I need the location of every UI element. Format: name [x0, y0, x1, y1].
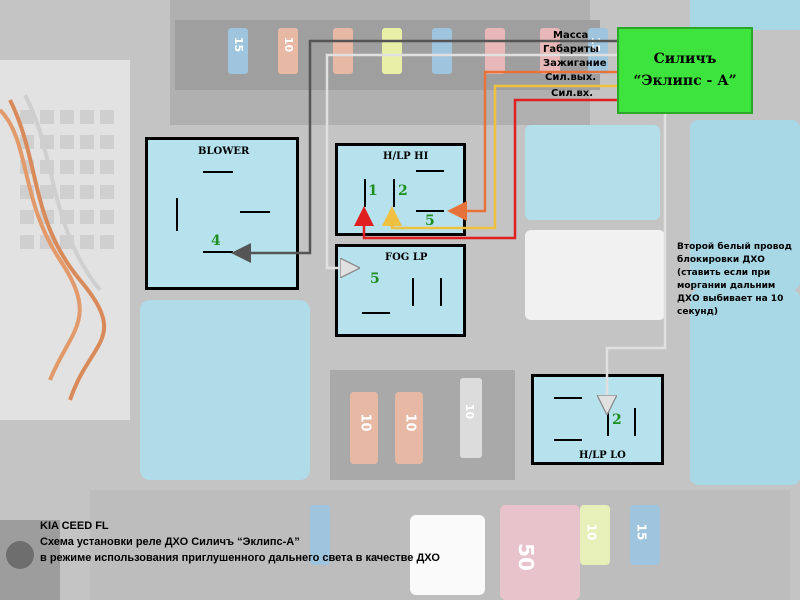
fuse-label: 10	[402, 413, 418, 432]
pin-number-2: 2	[398, 183, 408, 199]
caption-scheme: Схема установки реле ДХО Силичъ “Эклипс-…	[40, 536, 300, 548]
device-model: “Эклипс - А”	[633, 73, 737, 89]
relay-title: BLOWER	[198, 146, 250, 157]
relay-pin	[634, 408, 636, 436]
relay-pin	[393, 179, 395, 207]
relay-pin	[607, 408, 609, 436]
relay-fog-lp: FOG LP 5	[335, 244, 466, 337]
relay-title: H/LP HI	[383, 151, 429, 162]
relay-pin	[362, 312, 390, 314]
relay-title: FOG LP	[385, 252, 428, 263]
relay-pin	[416, 170, 444, 172]
relay-title: H/LP LO	[579, 450, 626, 461]
relay-hlp-lo: 2 H/LP LO	[531, 374, 664, 465]
fuse-label: 15	[634, 523, 649, 541]
relay-pin	[412, 278, 414, 306]
caption-mode: в режиме использования приглушенного дал…	[40, 552, 440, 564]
signal-label-parking: Габариты	[543, 44, 599, 55]
signal-label-ignition: Зажигание	[543, 58, 607, 69]
pin-number-5: 5	[425, 213, 435, 229]
relay-pin	[416, 210, 444, 212]
pin-number-4: 4	[211, 233, 221, 249]
relay-pin	[203, 251, 233, 253]
signal-label-power-out: Сил.вых.	[545, 72, 597, 83]
relay-pin	[440, 278, 442, 306]
fuse-label: 15	[232, 36, 246, 53]
pin-number-2: 2	[612, 412, 622, 428]
fuse-label: 10	[463, 403, 477, 420]
fuse-label: 10	[282, 36, 296, 53]
fuse-label: 10	[357, 413, 373, 432]
fuse-label: 50	[513, 543, 538, 571]
caption-car-model: KIA CEED FL	[40, 520, 109, 532]
pin-number-1: 1	[368, 183, 378, 199]
fuse-label: 10	[584, 523, 599, 541]
pin-number-5: 5	[370, 271, 380, 287]
relay-pin	[176, 198, 178, 231]
relay-pin	[554, 439, 582, 441]
silich-eclipse-device: Силичъ “Эклипс - А”	[617, 27, 753, 114]
relay-pin	[240, 211, 270, 213]
signal-label-ground: Масса	[553, 30, 589, 41]
signal-label-power-in: Сил.вх.	[551, 88, 594, 99]
relay-pin	[554, 397, 582, 399]
lockout-wire-note: Второй белый провод блокировки ДХО (став…	[677, 242, 792, 317]
relay-blower: BLOWER 4	[145, 137, 299, 290]
relay-pin	[203, 171, 233, 173]
relay-hlp-hi: H/LP HI 1 2 5	[335, 143, 466, 236]
relay-pin	[364, 179, 366, 207]
device-name: Силичъ	[653, 51, 717, 67]
